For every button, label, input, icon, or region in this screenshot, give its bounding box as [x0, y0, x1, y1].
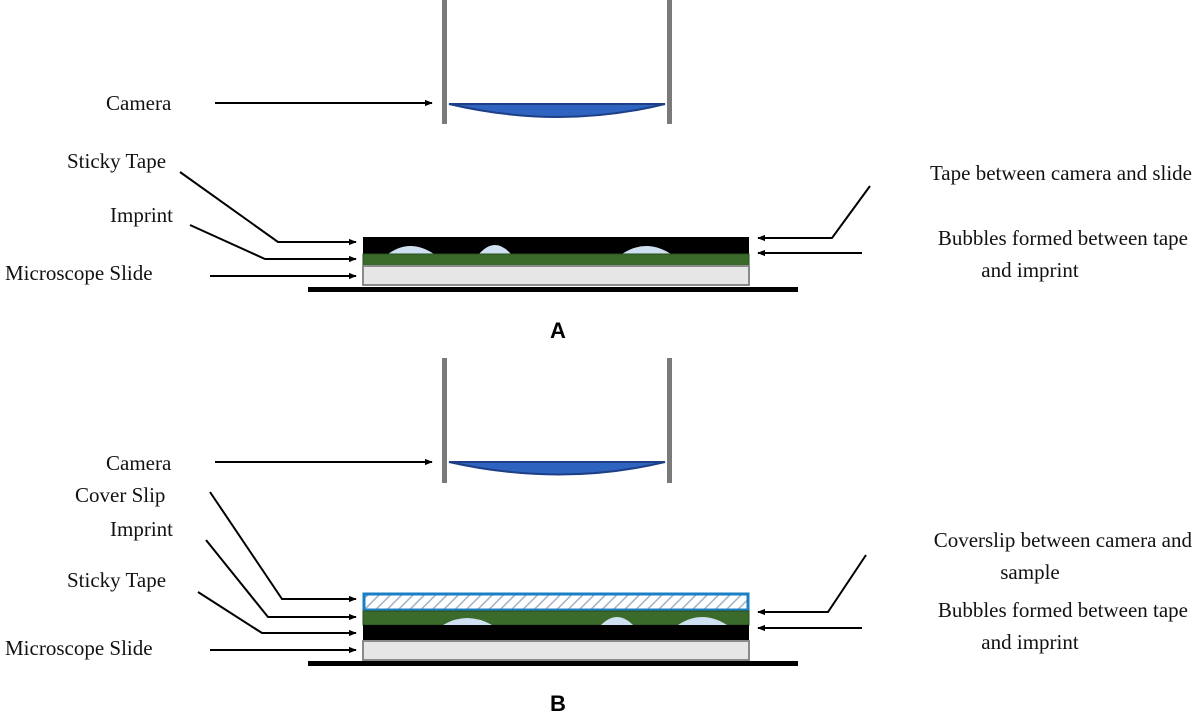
bubble — [601, 617, 633, 625]
bubble — [479, 245, 511, 254]
panel-a-letter: A — [550, 318, 566, 343]
bubble — [678, 617, 727, 625]
tape-layer — [363, 625, 749, 641]
arrow-coverslip-between — [757, 554, 867, 616]
cover-slip-label: Cover Slip — [75, 483, 165, 507]
arrow-tape-between — [757, 185, 871, 242]
bubbles-label-line2: and imprint — [981, 258, 1079, 282]
microscope-slide — [362, 640, 750, 661]
arrow-cover-slip — [209, 491, 357, 603]
arrow-sticky-tape — [179, 171, 357, 246]
sample-stack-a — [308, 237, 798, 292]
bubble — [388, 246, 434, 254]
bubbles-label-line1: Bubbles formed between tape — [938, 598, 1188, 622]
camera-label: Camera — [106, 91, 172, 115]
camera-wall-left — [442, 358, 447, 483]
camera-label: Camera — [106, 451, 172, 475]
panel-b: Camera Cover Slip Imprint Sticky Tape Mi… — [5, 358, 1192, 716]
bubbles-label-line2: and imprint — [981, 630, 1079, 654]
panel-b-letter: B — [550, 691, 566, 716]
coverslip-between-label-line1: Coverslip between camera and — [934, 528, 1193, 552]
microscope-slide — [362, 265, 750, 286]
bubble — [443, 618, 492, 625]
camera-b — [442, 358, 672, 483]
sticky-tape-label: Sticky Tape — [67, 149, 166, 173]
stage — [308, 287, 798, 292]
stage — [308, 661, 798, 666]
camera-wall-right — [667, 358, 672, 483]
imprint-label: Imprint — [110, 517, 173, 541]
coverslip-layer — [362, 592, 750, 612]
camera-lens — [448, 461, 666, 476]
bubbles-label-line1: Bubbles formed between tape — [938, 226, 1188, 250]
camera-lens — [448, 103, 666, 118]
coverslip-between-label-line2: sample — [1000, 560, 1059, 584]
camera-wall-left — [442, 0, 447, 124]
bubble — [622, 246, 671, 254]
camera-a — [442, 0, 672, 124]
panel-a: Camera Sticky Tape Imprint Microscope Sl… — [5, 0, 1192, 343]
arrow-imprint — [189, 224, 357, 263]
camera-wall-right — [667, 0, 672, 124]
microscope-slide-label: Microscope Slide — [5, 261, 153, 285]
arrow-imprint — [205, 539, 357, 621]
sample-stack-b — [308, 592, 798, 666]
sticky-tape-label: Sticky Tape — [67, 568, 166, 592]
tape-between-label: Tape between camera and slide — [930, 161, 1192, 185]
imprint-label: Imprint — [110, 203, 173, 227]
imprint-layer — [362, 253, 750, 267]
microscope-slide-label: Microscope Slide — [5, 636, 153, 660]
arrow-sticky-tape — [197, 591, 357, 637]
